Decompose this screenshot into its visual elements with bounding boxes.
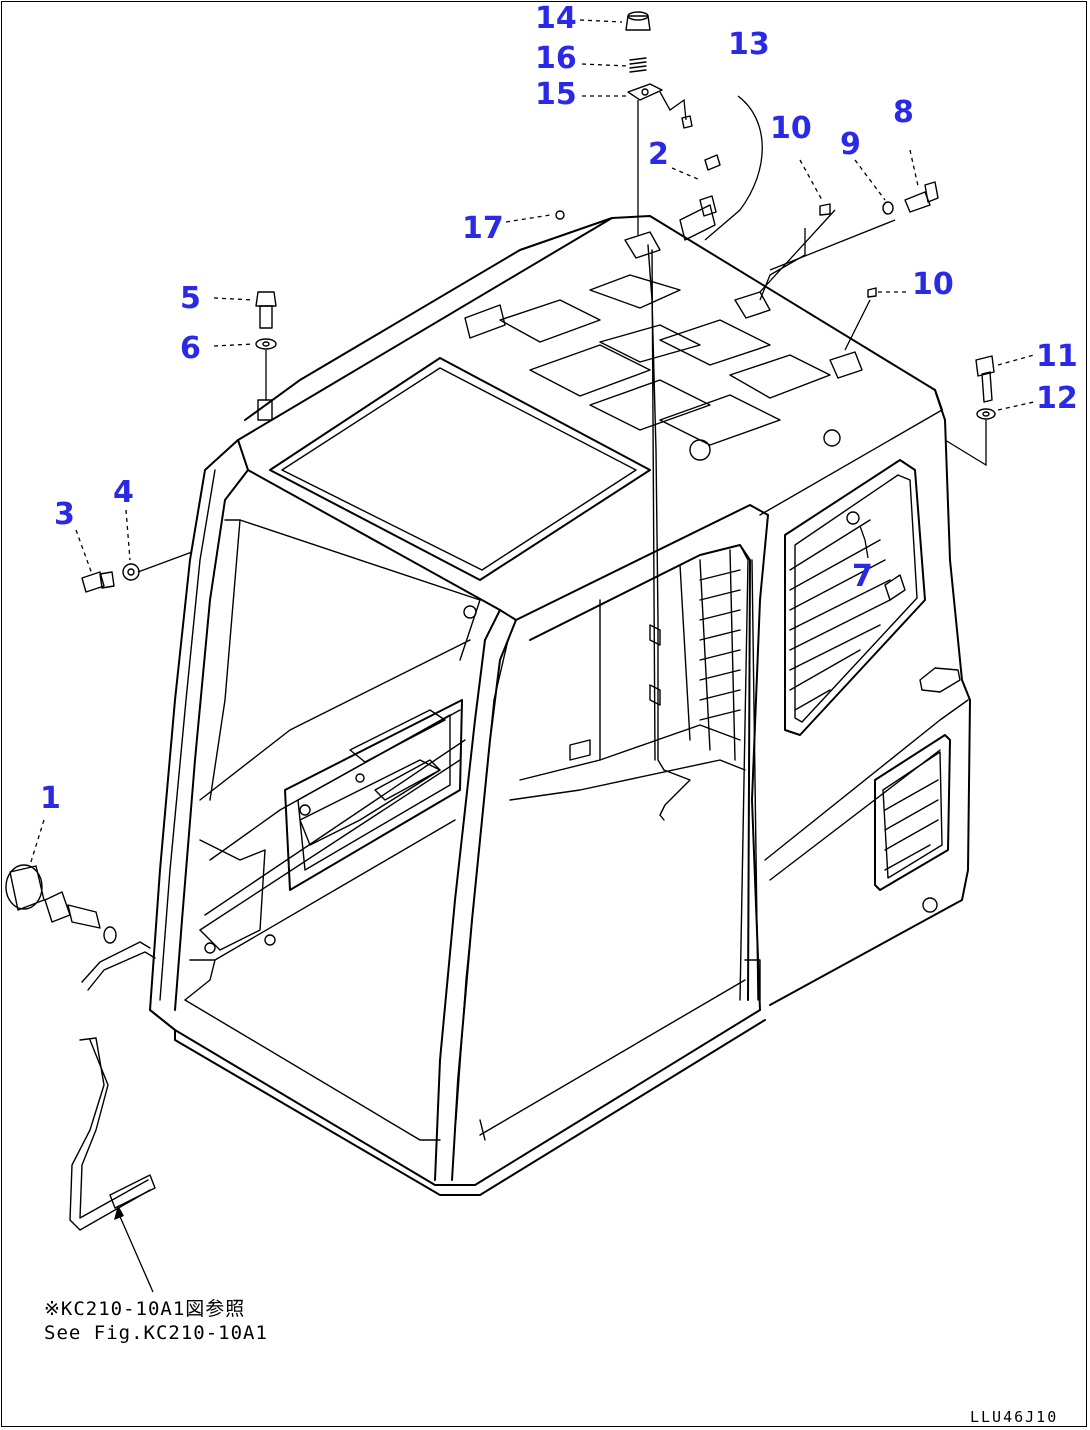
callout-6: 6	[180, 331, 201, 366]
reference-note-jp: ※KC210-10A1図参照	[44, 1298, 246, 1320]
callout-4: 4	[113, 475, 134, 510]
callout-12: 12	[1036, 381, 1078, 416]
callout-8: 8	[893, 95, 914, 130]
small-parts	[5, 11, 996, 1231]
callout-5: 5	[180, 281, 201, 316]
callout-10-top: 10	[770, 111, 812, 146]
callout-9: 9	[840, 127, 861, 162]
harness	[647, 244, 691, 821]
callout-13: 13	[728, 27, 770, 62]
callout-16: 16	[535, 41, 577, 76]
callout-7: 7	[852, 559, 873, 594]
callout-14: 14	[535, 1, 577, 36]
callout-15: 15	[535, 77, 577, 112]
callout-11: 11	[1036, 339, 1078, 374]
callout-10-right: 10	[912, 267, 954, 302]
cab-frame	[149, 215, 971, 1196]
callout-2: 2	[648, 137, 669, 172]
figure-code: LLU46J10	[970, 1408, 1059, 1426]
callout-1: 1	[40, 781, 61, 816]
callout-17: 17	[462, 211, 504, 246]
callout-3: 3	[54, 497, 75, 532]
leader-lines	[29, 19, 1035, 1293]
reference-note-en: See Fig.KC210-10A1	[44, 1322, 268, 1344]
